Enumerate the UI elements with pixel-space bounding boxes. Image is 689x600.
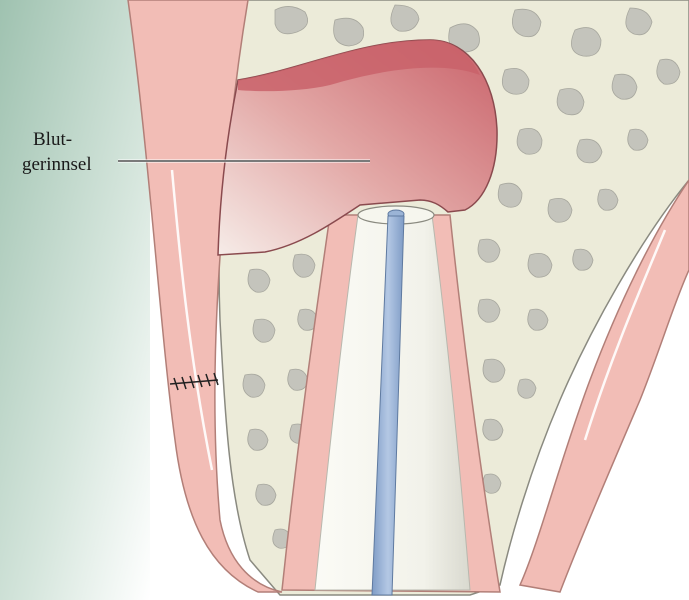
background-gradient [0, 0, 150, 600]
blood-clot-edge [238, 40, 480, 92]
label-gerinnsel: gerinnsel [22, 154, 92, 175]
bone-marrow-pattern [242, 4, 681, 549]
gum-highlight-right [583, 229, 667, 441]
label-blut: Blut- [33, 129, 73, 150]
gum-highlight [170, 169, 214, 471]
suture [169, 372, 219, 391]
root-filling-probe [371, 215, 405, 596]
gum-tissue-right [518, 178, 689, 593]
